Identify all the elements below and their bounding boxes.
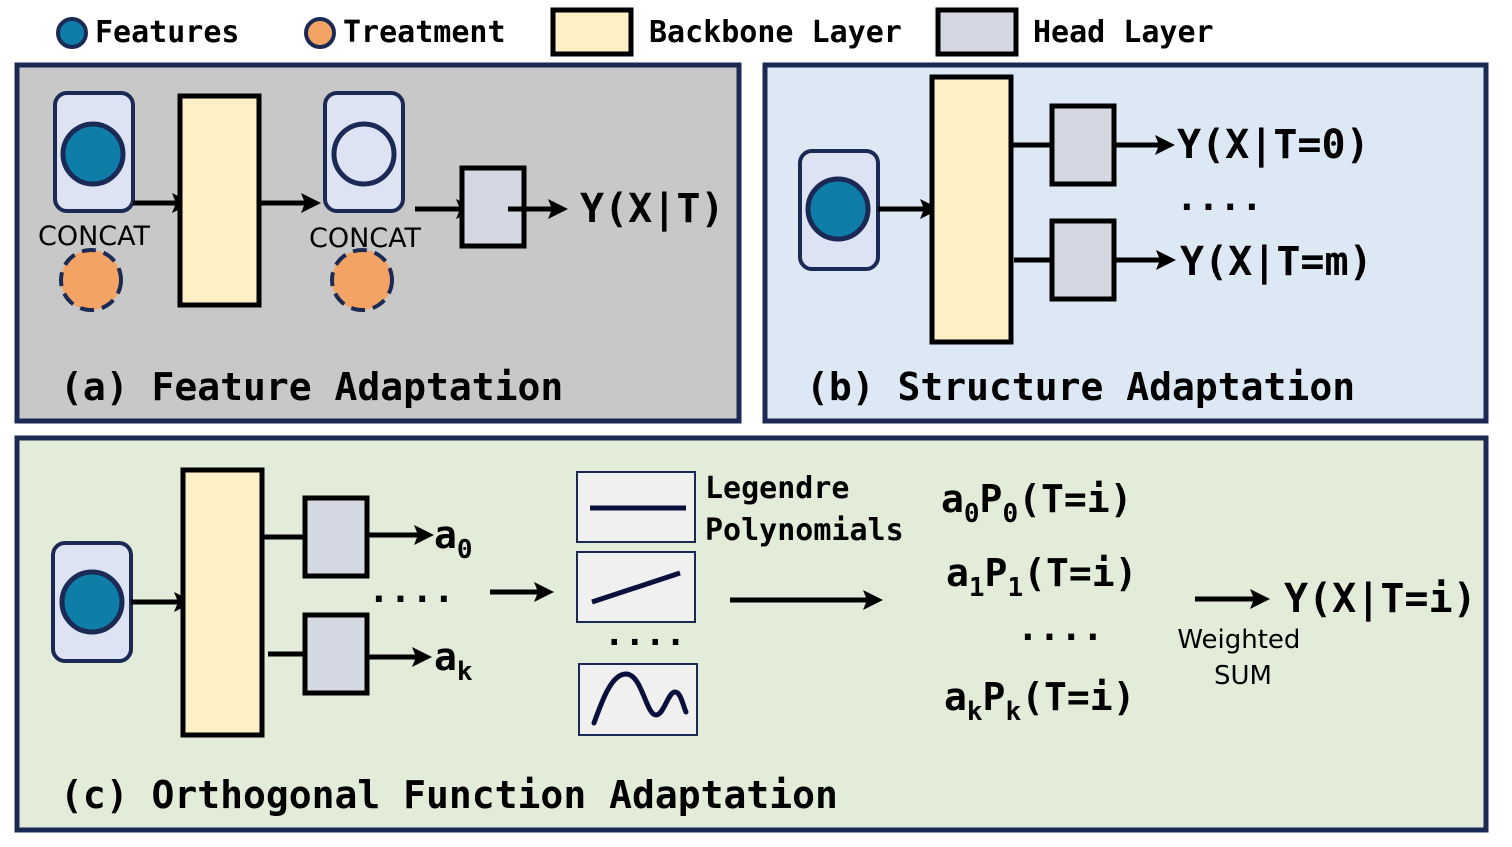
legend-features: Features: [56, 15, 240, 50]
treatment-node-icon: [59, 248, 123, 312]
head-legend-swatch: [935, 7, 1019, 57]
backbone-layer-c: [180, 467, 265, 738]
panel-b-frame: [762, 62, 1489, 424]
backbone-layer-b: [929, 74, 1014, 345]
legend-head-label: Head Layer: [1033, 15, 1214, 50]
panel-a-title: (a) Feature Adaptation: [60, 365, 563, 409]
weighted-label: Weighted: [1177, 625, 1300, 655]
oscillating-curve-icon: [591, 671, 689, 726]
feature-node-icon-c: [59, 569, 125, 635]
features-legend-icon: [56, 17, 88, 49]
treatment-legend-icon: [304, 17, 336, 49]
panel-c-title: (c) Orthogonal Function Adaptation: [60, 773, 838, 817]
output-label-c: Y(X|T=i): [1284, 576, 1477, 623]
legendre-p1-box: [576, 551, 696, 623]
feature-node-icon-b: [805, 176, 871, 242]
linear-curve-icon: [591, 570, 681, 605]
hidden-rep-box: [323, 91, 405, 213]
coef-top: a0: [434, 513, 473, 565]
legend-backbone: Backbone Layer: [550, 7, 902, 57]
head-layer-c-top: [302, 495, 370, 579]
dots-c-polys: ....: [604, 614, 686, 654]
legendre-p0-box: [576, 471, 696, 543]
coef-bottom: ak: [434, 635, 473, 687]
panel-orthogonal-function-adaptation: a0 .... ak .... Legendre Polynomials a0P…: [14, 435, 1489, 833]
legendre-label-line1: Legendre: [705, 471, 850, 506]
output-label-a: Y(X|T): [580, 186, 725, 233]
panel-b-title: (b) Structure Adaptation: [806, 365, 1355, 409]
dots-c-terms: ....: [1017, 608, 1104, 649]
term-k: akPk(T=i): [944, 675, 1135, 727]
legendre-label-line2: Polynomials: [705, 513, 904, 548]
concat-label-1: CONCAT: [38, 221, 151, 252]
legend-features-label: Features: [95, 15, 240, 50]
legend-backbone-label: Backbone Layer: [649, 15, 902, 50]
output-label-b-top: Y(X|T=0): [1177, 122, 1370, 169]
dots-b: ....: [1176, 178, 1263, 219]
panel-feature-adaptation: CONCAT CONCAT Y(X|T) (a) Feature Adaptat…: [14, 62, 742, 424]
head-layer-c-bottom: [302, 612, 370, 696]
term-0: a0P0(T=i): [941, 477, 1132, 529]
output-label-b-bottom: Y(X|T=m): [1180, 239, 1373, 286]
legendre-label: Legendre Polynomials: [705, 471, 904, 548]
legendre-pk-box: [578, 663, 698, 736]
head-layer-b-top: [1049, 103, 1117, 187]
head-layer-b-bottom: [1049, 218, 1117, 302]
legend-head: Head Layer: [935, 7, 1214, 57]
treatment-node-icon-2: [330, 248, 394, 312]
legend-treatment: Treatment: [304, 15, 506, 50]
sum-label: SUM: [1214, 661, 1272, 691]
backbone-legend-swatch: [550, 7, 634, 57]
term-1: a1P1(T=i): [946, 551, 1137, 603]
weighted-sum-label: Weighted SUM: [1177, 625, 1308, 691]
dots-c-heads: ....: [368, 570, 455, 611]
feature-node-icon: [60, 121, 126, 187]
legend-treatment-label: Treatment: [343, 15, 506, 50]
hidden-node-icon: [331, 121, 397, 187]
panel-structure-adaptation: Y(X|T=0) .... Y(X|T=m) (b) Structure Ada…: [762, 62, 1489, 424]
backbone-layer-a: [177, 93, 262, 308]
legend: Features Treatment Backbone Layer Head L…: [56, 7, 1214, 57]
